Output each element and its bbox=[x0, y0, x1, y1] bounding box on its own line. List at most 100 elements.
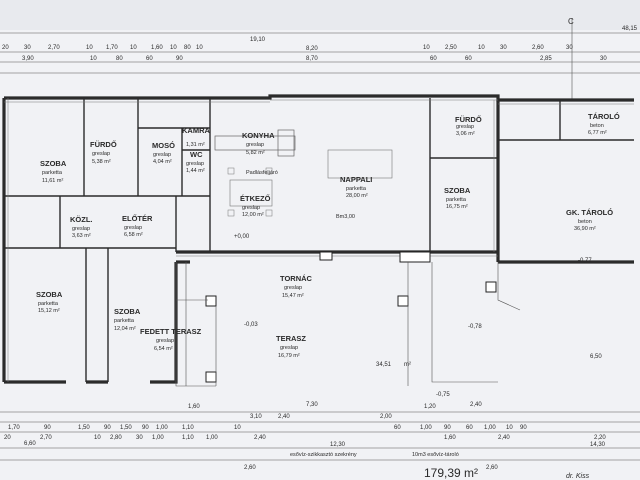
room-furdo-2: FÜRDŐ greslap 3,06 m² bbox=[455, 115, 482, 137]
svg-text:2,00: 2,00 bbox=[380, 414, 392, 420]
room-kozl: KÖZL. greslap 3,63 m² bbox=[70, 215, 93, 239]
svg-text:60: 60 bbox=[430, 56, 437, 62]
interior-walls bbox=[4, 98, 634, 382]
svg-text:SZOBA: SZOBA bbox=[444, 186, 471, 195]
rainwater-soakaway-label: esővíz-szikkasztó szekrény bbox=[290, 452, 357, 458]
svg-text:4,04 m²: 4,04 m² bbox=[153, 159, 172, 165]
bottom-dim-3: 14,30 bbox=[590, 442, 606, 448]
svg-text:1,70: 1,70 bbox=[106, 45, 118, 51]
room-gk-tarolo: GK. TÁROLÓ beton 36,90 m² bbox=[566, 208, 613, 232]
svg-text:ÉTKEZŐ: ÉTKEZŐ bbox=[240, 194, 271, 203]
svg-text:2,20: 2,20 bbox=[594, 435, 606, 441]
top-dimension-lines bbox=[0, 18, 640, 100]
svg-text:90: 90 bbox=[520, 425, 527, 431]
svg-text:5,82 m²: 5,82 m² bbox=[246, 150, 265, 156]
svg-text:2,70: 2,70 bbox=[48, 45, 60, 51]
room-wc: WC greslap 1,44 m² bbox=[186, 150, 205, 174]
svg-text:SZOBA: SZOBA bbox=[114, 307, 141, 316]
room-konyha: KONYHA greslap 5,82 m² bbox=[242, 131, 275, 156]
svg-text:90: 90 bbox=[176, 56, 183, 62]
svg-text:2,70: 2,70 bbox=[40, 435, 52, 441]
bottom-dim-2: 12,30 bbox=[330, 442, 346, 448]
svg-text:greslap: greslap bbox=[246, 142, 264, 148]
svg-text:parketta: parketta bbox=[38, 301, 59, 307]
room-tornac: TORNÁC greslap 15,47 m² bbox=[280, 274, 313, 299]
top-margin bbox=[0, 0, 640, 30]
svg-text:1,60: 1,60 bbox=[151, 45, 163, 51]
svg-text:2,40: 2,40 bbox=[254, 435, 266, 441]
svg-text:60: 60 bbox=[466, 425, 473, 431]
bottom-dim-5: 2,60 bbox=[486, 465, 498, 471]
svg-text:greslap: greslap bbox=[242, 205, 260, 211]
svg-text:greslap: greslap bbox=[124, 225, 142, 231]
svg-text:90: 90 bbox=[444, 425, 451, 431]
svg-text:1,70: 1,70 bbox=[8, 425, 20, 431]
svg-text:greslap: greslap bbox=[153, 152, 171, 158]
room-szoba-4: SZOBA parketta 12,04 m² bbox=[114, 307, 141, 332]
svg-text:1,20: 1,20 bbox=[424, 404, 436, 410]
svg-text:20: 20 bbox=[4, 435, 11, 441]
porch-dimension-unit: m² bbox=[404, 362, 411, 368]
svg-text:SZOBA: SZOBA bbox=[40, 159, 67, 168]
svg-text:10: 10 bbox=[423, 45, 430, 51]
svg-text:beton: beton bbox=[590, 123, 604, 129]
svg-text:FÜRDŐ: FÜRDŐ bbox=[90, 140, 117, 149]
svg-text:2,60: 2,60 bbox=[532, 45, 544, 51]
svg-text:16,79 m²: 16,79 m² bbox=[278, 353, 300, 359]
svg-text:3,63 m²: 3,63 m² bbox=[72, 233, 91, 239]
level-zero-label: +0,00 bbox=[234, 234, 250, 240]
svg-text:11,61 m²: 11,61 m² bbox=[42, 178, 63, 184]
svg-text:1,60: 1,60 bbox=[444, 435, 456, 441]
svg-text:parketta: parketta bbox=[42, 170, 63, 176]
svg-text:2,40: 2,40 bbox=[470, 402, 482, 408]
svg-text:90: 90 bbox=[142, 425, 149, 431]
svg-text:1,10: 1,10 bbox=[182, 435, 194, 441]
svg-text:12,00 m²: 12,00 m² bbox=[242, 212, 264, 218]
svg-text:90: 90 bbox=[104, 425, 111, 431]
svg-text:6,54 m²: 6,54 m² bbox=[154, 346, 173, 352]
bottom-dim-4: 2,60 bbox=[244, 465, 256, 471]
top-mid-dimension: 8,20 bbox=[306, 46, 318, 52]
right-top-dimension: 48,15 bbox=[622, 26, 638, 32]
svg-text:1,50: 1,50 bbox=[78, 425, 90, 431]
room-szoba-2: SZOBA parketta 16,75 m² bbox=[444, 186, 471, 210]
room-szoba-1: SZOBA parketta 11,61 m² bbox=[40, 159, 67, 184]
svg-text:10: 10 bbox=[170, 45, 177, 51]
svg-text:1,00: 1,00 bbox=[152, 435, 164, 441]
svg-text:FÜRDŐ: FÜRDŐ bbox=[455, 115, 482, 124]
svg-text:12,04 m²: 12,04 m² bbox=[114, 326, 136, 332]
gross-area-label: 179,39 m² bbox=[424, 466, 478, 480]
svg-text:parketta: parketta bbox=[346, 186, 367, 192]
svg-text:80: 80 bbox=[116, 56, 123, 62]
svg-text:30: 30 bbox=[566, 45, 573, 51]
svg-text:16,75 m²: 16,75 m² bbox=[446, 204, 468, 210]
level-label-4: -0,75 bbox=[436, 392, 450, 398]
svg-text:3,06 m²: 3,06 m² bbox=[456, 131, 475, 137]
top-mid-dimension-2: 8,70 bbox=[306, 56, 318, 62]
room-terasz: TERASZ greslap 16,79 m² bbox=[276, 334, 306, 359]
room-moso: MOSÓ greslap 4,04 m² bbox=[152, 141, 175, 165]
svg-text:greslap: greslap bbox=[456, 124, 474, 130]
svg-text:1,50: 1,50 bbox=[120, 425, 132, 431]
svg-text:KAMRA: KAMRA bbox=[182, 126, 210, 135]
svg-text:28,00 m²: 28,00 m² bbox=[346, 193, 368, 199]
rainwater-tank-label: 10m3 esővíz-tároló bbox=[412, 452, 459, 458]
svg-text:3,10: 3,10 bbox=[250, 414, 262, 420]
svg-text:10: 10 bbox=[196, 45, 203, 51]
svg-text:80: 80 bbox=[184, 45, 191, 51]
porch-dimension: 34,51 bbox=[376, 362, 392, 368]
terrace-outline bbox=[175, 262, 521, 387]
svg-text:2,80: 2,80 bbox=[110, 435, 122, 441]
svg-text:parketta: parketta bbox=[114, 318, 135, 324]
svg-text:1,00: 1,00 bbox=[206, 435, 218, 441]
svg-text:parketta: parketta bbox=[446, 197, 467, 203]
svg-text:KONYHA: KONYHA bbox=[242, 131, 275, 140]
room-szoba-3: SZOBA parketta 15,12 m² bbox=[36, 290, 63, 314]
svg-text:greslap: greslap bbox=[156, 338, 174, 344]
kitchen-furniture bbox=[214, 129, 393, 217]
svg-text:1,00: 1,00 bbox=[156, 425, 168, 431]
svg-text:10: 10 bbox=[86, 45, 93, 51]
svg-text:2,40: 2,40 bbox=[498, 435, 510, 441]
svg-text:5,38 m²: 5,38 m² bbox=[92, 159, 111, 165]
